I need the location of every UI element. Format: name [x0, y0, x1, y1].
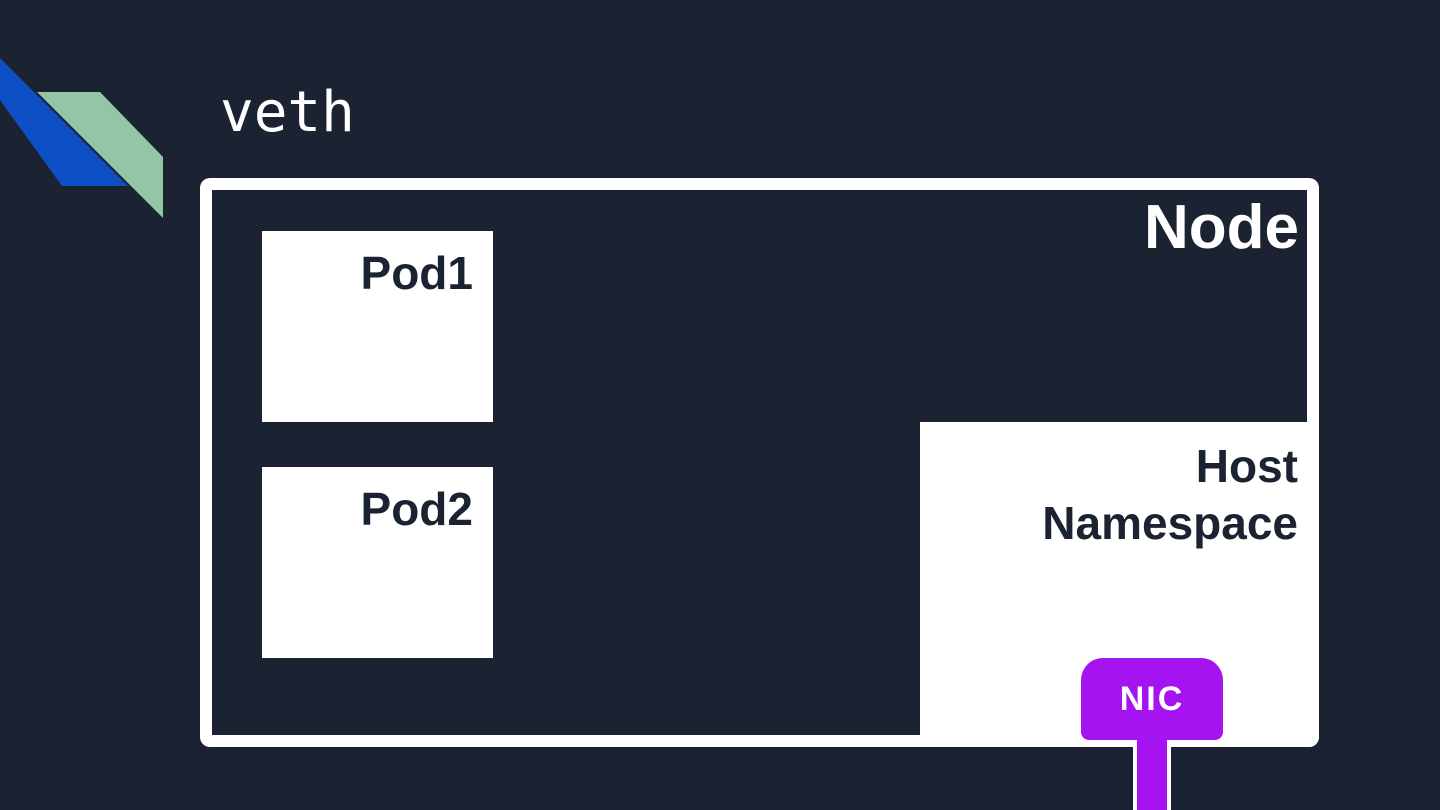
slide-title: veth	[220, 80, 355, 145]
nic-label: NIC	[1119, 679, 1185, 718]
host-namespace-label: Host Namespace	[1042, 440, 1298, 550]
ribbon-green-icon	[37, 92, 163, 218]
pod1-box: Pod1	[262, 231, 493, 422]
pod1-label: Pod1	[360, 247, 473, 299]
node-label: Node	[1144, 193, 1299, 262]
nic-shape: NIC	[1081, 658, 1223, 810]
nic-box: NIC	[1081, 658, 1223, 740]
nic-stem	[1133, 738, 1171, 810]
pod2-label: Pod2	[360, 483, 473, 535]
pod2-box: Pod2	[262, 467, 493, 658]
ribbon-blue-icon	[0, 58, 128, 186]
decorative-ribbons	[0, 58, 163, 218]
